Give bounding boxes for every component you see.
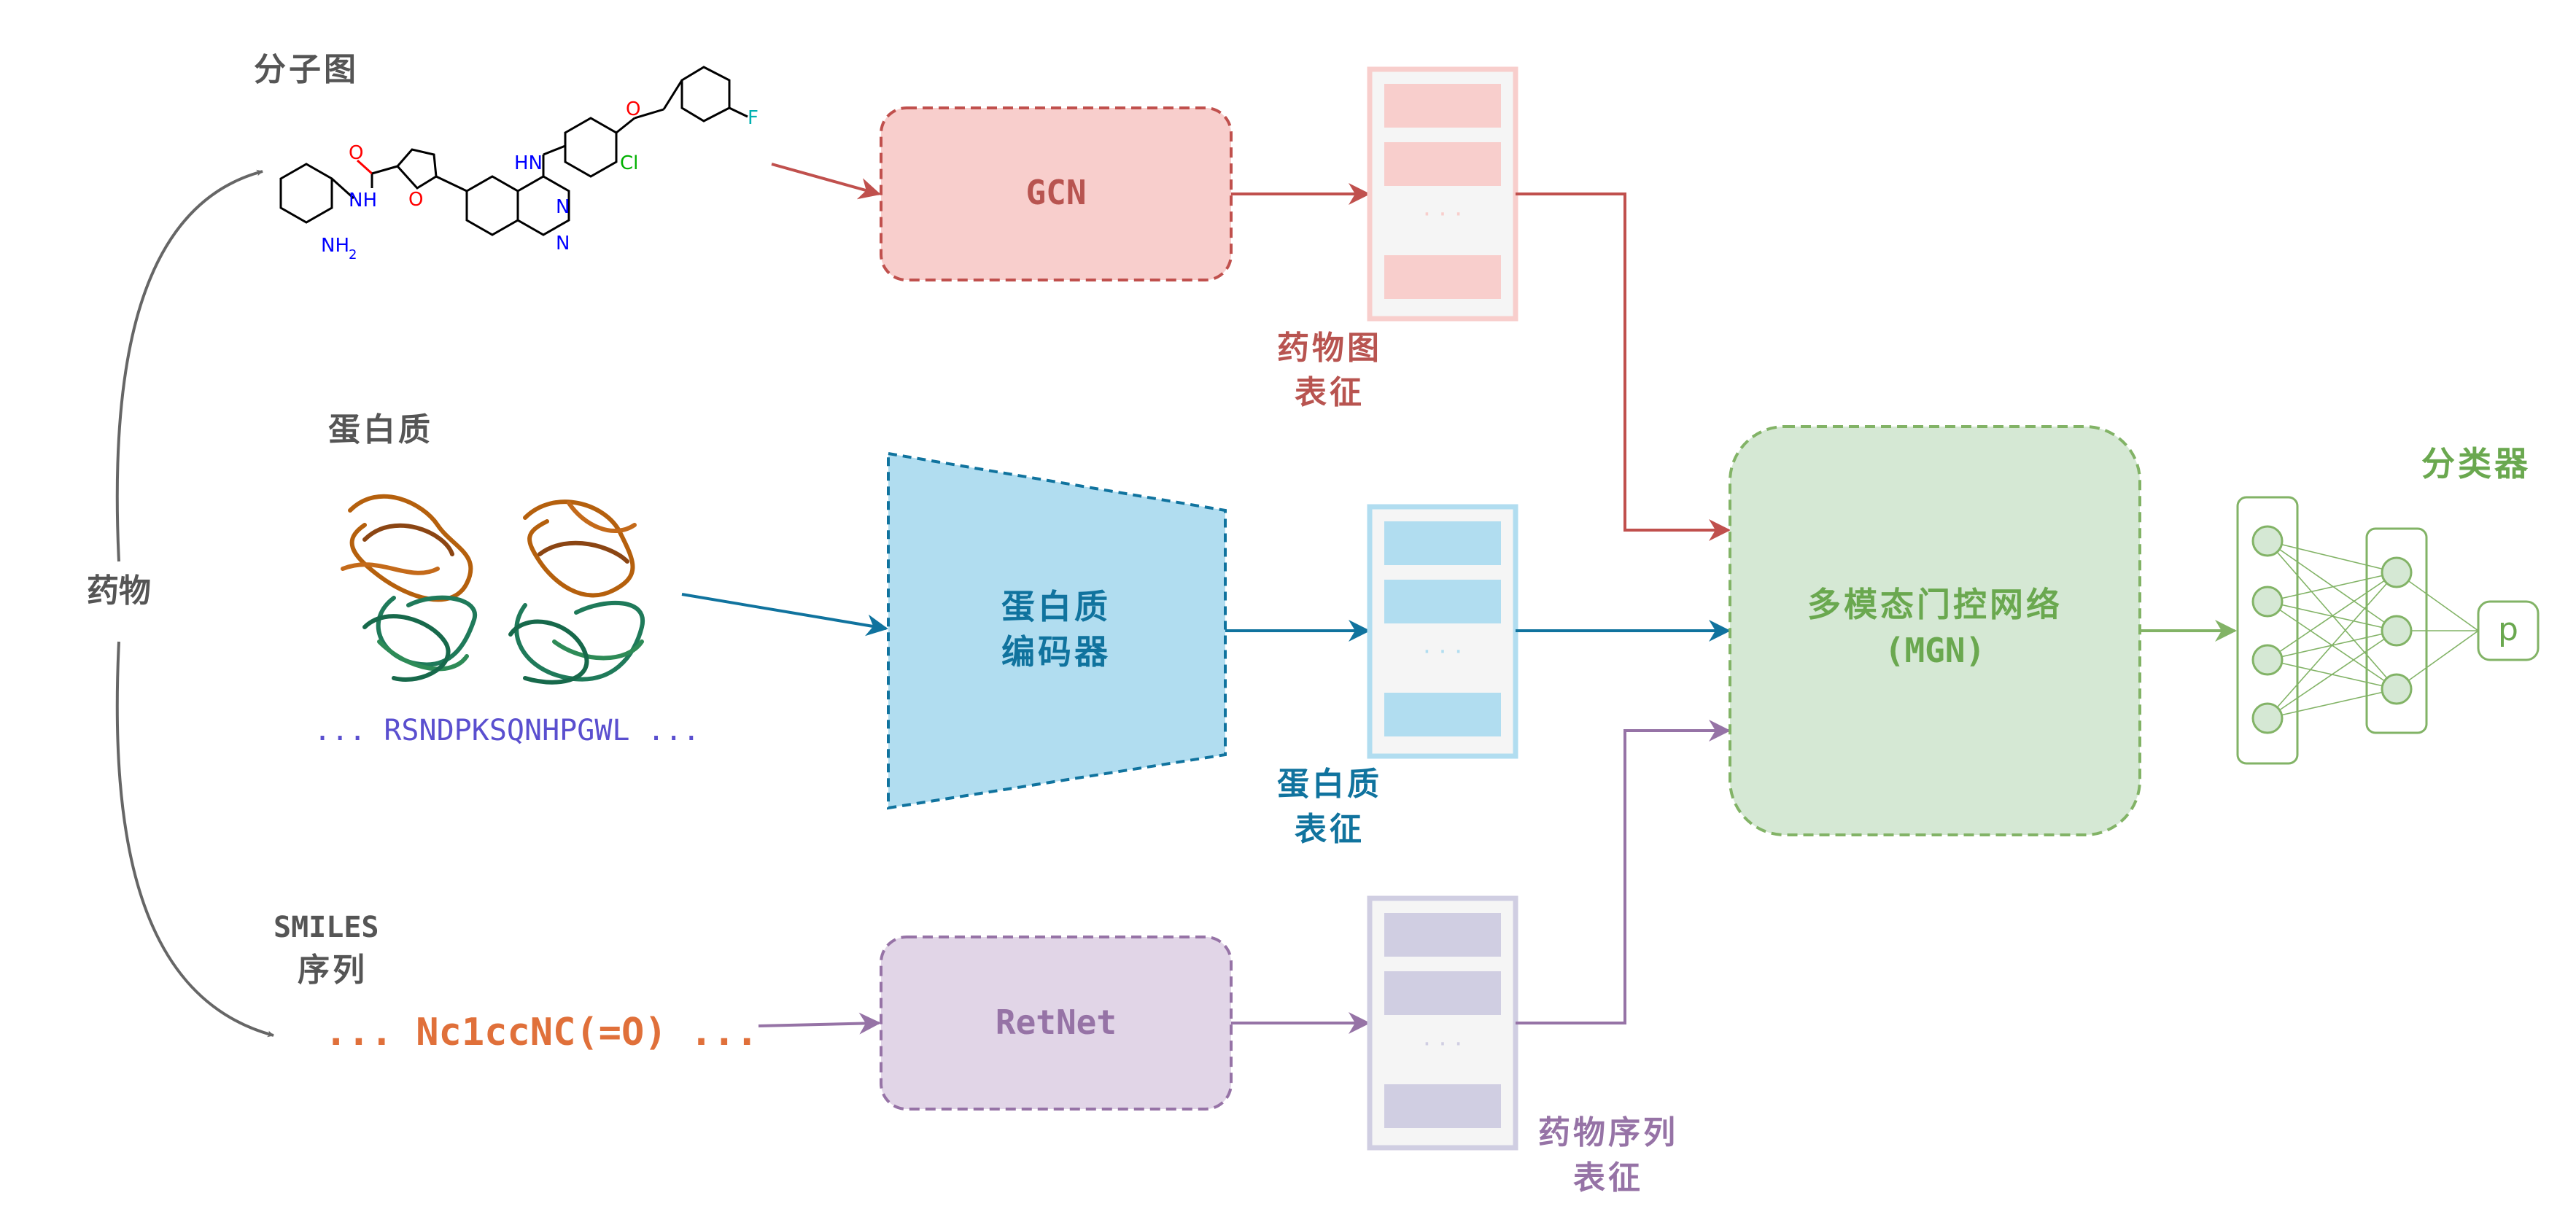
drug-graph-representation: · · ·: [1367, 66, 1518, 322]
protein-rep-label-line1: 蛋白质: [1277, 766, 1382, 803]
rep-row: [1384, 521, 1501, 565]
drug-graph-rep-label-line2: 表征: [1295, 374, 1365, 411]
drug-text: 药物: [87, 572, 151, 610]
quinazoline-ring-a: [465, 175, 519, 236]
input-node: [2251, 702, 2284, 734]
protein-sequence-text: ... RSNDPKSQNHPGWL ...: [314, 714, 700, 747]
gcn-module: GCN: [880, 106, 1233, 281]
protein-encoder-label-line1: 蛋白质: [1001, 587, 1111, 626]
smiles-sequence-text: ... Nc1ccNC(=O) ...: [325, 1011, 759, 1054]
output-node-box: [2477, 600, 2540, 661]
retnet-module: RetNet: [880, 936, 1233, 1111]
mgn-module: 多模态门控网络 (MGN): [1729, 425, 2141, 836]
molecule-structure: [279, 66, 748, 236]
drug-graph-to-mgn-arrow: [1516, 192, 1731, 541]
drug-seq-rep-label-line2: 表征: [1573, 1159, 1643, 1197]
protein-unit-left: [341, 494, 478, 682]
drug-graph-rep-label-line1: 药物图: [1277, 330, 1382, 367]
molecular-graph-label: 分子图: [254, 51, 359, 88]
atom-carbonyl-o: O: [349, 142, 363, 164]
furan-ring: [395, 148, 438, 190]
atom-aniline-nh: HN: [514, 152, 543, 174]
atom-amide-nh: NH: [349, 190, 377, 211]
network-nodes: [2251, 525, 2413, 734]
rep-ellipsis: · · ·: [1423, 637, 1462, 666]
rep-row: [1384, 913, 1501, 957]
atom-cl: Cl: [620, 152, 638, 174]
protein-representation: · · ·: [1367, 504, 1518, 759]
protein-rep-label-line2: 表征: [1295, 811, 1365, 848]
rep-row: [1384, 142, 1501, 186]
output-p-label: p: [2498, 611, 2518, 648]
drug-label: 药物: [87, 572, 151, 610]
input-node: [2251, 525, 2284, 557]
atom-furan-o: O: [408, 189, 423, 211]
drug-to-smiles-arrow: [115, 641, 274, 1038]
mgn-label-line1: 多模态门控网络: [1807, 585, 2063, 624]
gcn-label: GCN: [1025, 173, 1086, 212]
atom-ether-o: O: [626, 98, 640, 120]
rep-row: [1384, 971, 1501, 1015]
rep-ellipsis: · · ·: [1423, 200, 1462, 229]
fluorophenyl-ring: [680, 66, 731, 122]
rep-ellipsis: · · ·: [1423, 1030, 1462, 1059]
protein-label: 蛋白质: [328, 411, 433, 448]
classifier-network: [2236, 496, 2540, 765]
mgn-label-line2: (MGN): [1885, 631, 1985, 670]
hidden-node: [2381, 556, 2413, 588]
molecule-atom-labels: O NH O NH 2 HN O Cl F N N: [321, 98, 759, 262]
atom-nh2: NH: [321, 235, 349, 257]
protein-encoder-module: 蛋白质 编码器: [887, 451, 1227, 810]
smiles-label-line2: 序列: [298, 952, 368, 989]
aniline-ring: [279, 163, 333, 224]
chlorophenyl-ring: [564, 117, 618, 178]
rep-row: [1384, 580, 1501, 623]
input-node: [2251, 644, 2284, 676]
atom-nh2-sub: 2: [349, 247, 357, 262]
drug-seq-rep-label-line1: 药物序列: [1538, 1114, 1678, 1151]
hidden-node: [2381, 615, 2413, 647]
input-node: [2251, 586, 2284, 618]
rep-row: [1384, 255, 1501, 299]
smiles-sequence: ... Nc1ccNC(=O) ...: [325, 1011, 759, 1054]
network-connections: [2267, 540, 2479, 719]
smiles-to-retnet-arrow: [758, 1012, 881, 1035]
atom-n2: N: [556, 233, 570, 254]
input-layer-box: [2236, 496, 2299, 765]
classifier-label: 分类器: [2421, 444, 2531, 483]
hidden-node: [2381, 673, 2413, 705]
protein-structure-image: [341, 494, 645, 685]
smiles-label-line1: SMILES: [273, 911, 379, 944]
protein-sequence: ... RSNDPKSQNHPGWL ...: [314, 714, 700, 747]
drug-to-graph-arrow: [115, 169, 263, 562]
retnet-label: RetNet: [996, 1003, 1117, 1042]
drug-sequence-representation: · · ·: [1367, 895, 1518, 1151]
protein-unit-right: [508, 499, 645, 685]
atom-f: F: [748, 107, 759, 129]
rep-row: [1384, 693, 1501, 736]
protein-encoder-label-line2: 编码器: [1001, 632, 1111, 672]
protein-to-encoder-arrow: [681, 593, 888, 637]
atom-n1: N: [556, 196, 570, 218]
rep-row: [1384, 1084, 1501, 1128]
rep-row: [1384, 84, 1501, 128]
graph-to-gcn-arrow: [771, 163, 881, 200]
drug-seq-to-mgn-arrow: [1516, 720, 1731, 1024]
